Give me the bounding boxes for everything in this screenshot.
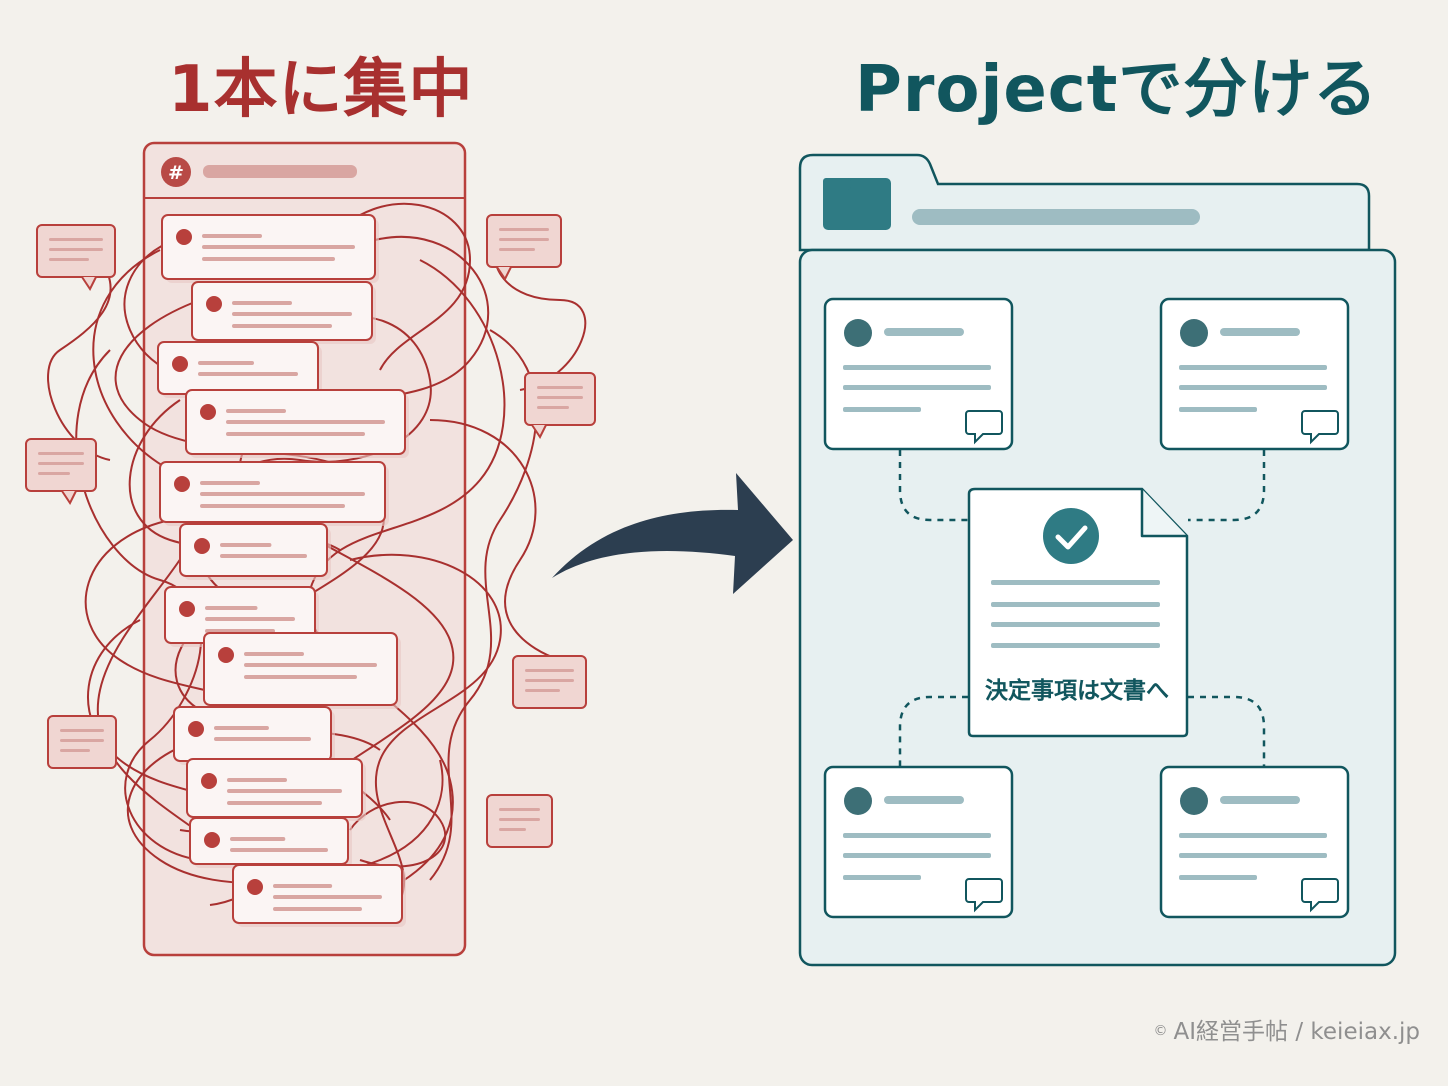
side-comment-bubble [486,794,553,848]
avatar [201,773,217,789]
folder-icon [823,178,891,230]
comment-icon [965,410,1003,445]
message-card [185,389,409,458]
thread-line [429,419,561,661]
hash-icon: # [161,157,191,187]
message-card [191,281,376,344]
thread-line [349,553,502,901]
side-comment-bubble [524,372,596,439]
avatar [176,229,192,245]
avatar [247,879,263,895]
thread-card [823,297,1014,451]
avatar [844,319,872,347]
side-comment-bubble [25,438,97,505]
side-comment-bubble [486,214,562,281]
side-comment-bubble [47,715,117,769]
thread-cards [823,297,1350,919]
thread-card [1159,765,1350,919]
thread-line [329,202,472,371]
check-icon [1043,508,1099,564]
avatar [179,601,195,617]
single-channel-window: # [25,141,596,957]
side-comment-bubble [36,224,116,291]
document-label: 決定事項は文書へ [985,677,1169,704]
project-folder: 決定事項は文書へ [798,153,1397,967]
message-card [232,864,406,927]
side-comments [25,214,596,848]
avatar [206,296,222,312]
avatar [200,404,216,420]
comment-icon [965,878,1003,913]
avatar [194,538,210,554]
message-card [189,817,352,868]
copyright-symbol: © [1153,1023,1168,1039]
avatar [1180,787,1208,815]
comment-icon [1301,410,1339,445]
avatar [218,647,234,663]
message-card [157,341,322,398]
decision-document: 決定事項は文書へ [967,487,1189,738]
avatar [172,356,188,372]
avatar [844,787,872,815]
message-stack [157,214,409,927]
message-card [203,632,401,709]
thread-line [47,259,112,461]
arrow-right-icon [552,473,793,594]
avatar [188,721,204,737]
message-card [179,523,331,580]
message-card [186,758,366,821]
thread-line [349,800,447,868]
right-title: Projectで分ける [855,53,1379,127]
message-card [173,706,335,765]
channel-name-bar [203,165,357,178]
left-title: 1本に集中 [168,53,474,127]
project-name-bar [912,209,1200,225]
comment-icon [1301,878,1339,913]
credit-text: AI経営手帖 / keieiax.jp [1173,1019,1420,1045]
side-comment-bubble [512,655,587,709]
avatar [204,832,220,848]
message-card [161,214,379,283]
thread-card [823,765,1014,919]
avatar [1180,319,1208,347]
credit: © AI経営手帖 / keieiax.jp [1154,1012,1420,1046]
hash-symbol: # [168,162,184,184]
thread-card [1159,297,1350,451]
message-card [159,461,389,526]
avatar [174,476,190,492]
links [898,450,1266,766]
